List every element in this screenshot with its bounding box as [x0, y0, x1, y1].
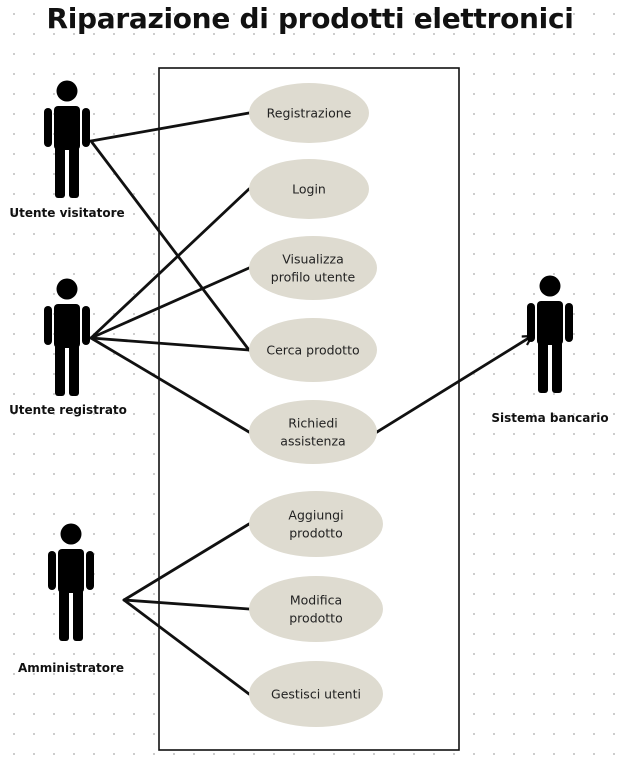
associations: [89, 111, 534, 696]
usecase-ellipse: [249, 236, 377, 300]
usecase-label: Richiedi: [288, 416, 338, 431]
usecase-label: Registrazione: [267, 106, 352, 121]
usecase-label: Visualizza: [282, 252, 344, 267]
diagram-title: Riparazione di prodotti elettronici: [46, 2, 574, 35]
usecase-ellipse: [249, 318, 377, 382]
usecase-ellipse: [249, 400, 377, 464]
actor-registered: Utente registrato: [9, 278, 127, 417]
usecase-ellipse: [249, 159, 369, 219]
usecase-login: Login: [249, 159, 369, 219]
association-registered-assistenza: [89, 336, 251, 434]
association-visitor-cerca: [89, 139, 251, 352]
usecase-aggiungi: Aggiungi prodotto: [249, 491, 383, 557]
usecase-ellipse: [249, 491, 383, 557]
usecase-label: Login: [292, 182, 326, 197]
usecase-label: prodotto: [289, 526, 342, 541]
actor-figure-icon: [527, 275, 573, 393]
actor-label: Utente visitatore: [9, 206, 124, 220]
usecase-label: Modifica: [290, 593, 342, 608]
usecase-label: profilo utente: [271, 270, 356, 285]
actor-figure-icon: [44, 278, 90, 396]
usecase-label: Cerca prodotto: [266, 343, 359, 358]
usecase-label: Aggiungi: [288, 508, 343, 523]
usecase-ellipse: [249, 661, 383, 727]
association-admin-aggiungi: [122, 522, 251, 602]
usecase-gestisci: Gestisci utenti: [249, 661, 383, 727]
association-admin-gestisci: [122, 598, 251, 696]
actor-admin: Amministratore: [18, 523, 124, 675]
usecase-label: Gestisci utenti: [271, 687, 361, 702]
association-assistenza-bank: [375, 334, 534, 434]
usecase-assistenza: Richiedi assistenza: [249, 400, 377, 464]
usecase-profilo: Visualizza profilo utente: [249, 236, 377, 300]
association-registered-login: [89, 187, 251, 340]
usecase-ellipse: [249, 576, 383, 642]
association-admin-modifica: [122, 598, 251, 611]
association-registered-profilo: [89, 266, 251, 340]
usecase-label: prodotto: [289, 611, 342, 626]
usecase-ellipse: [249, 83, 369, 143]
usecase-modifica: Modifica prodotto: [249, 576, 383, 642]
actor-figure-icon: [44, 80, 90, 198]
association-visitor-registrazione: [89, 111, 251, 143]
usecase-registrazione: Registrazione: [249, 83, 369, 143]
usecase-cerca: Cerca prodotto: [249, 318, 377, 382]
actor-label: Amministratore: [18, 661, 124, 675]
usecase-label: assistenza: [280, 434, 345, 449]
actor-label: Utente registrato: [9, 403, 127, 417]
actor-bank: Sistema bancario: [491, 275, 609, 425]
actor-figure-icon: [48, 523, 94, 641]
actor-label: Sistema bancario: [491, 411, 608, 425]
actor-visitor: Utente visitatore: [9, 80, 125, 220]
association-registered-cerca: [89, 336, 251, 352]
